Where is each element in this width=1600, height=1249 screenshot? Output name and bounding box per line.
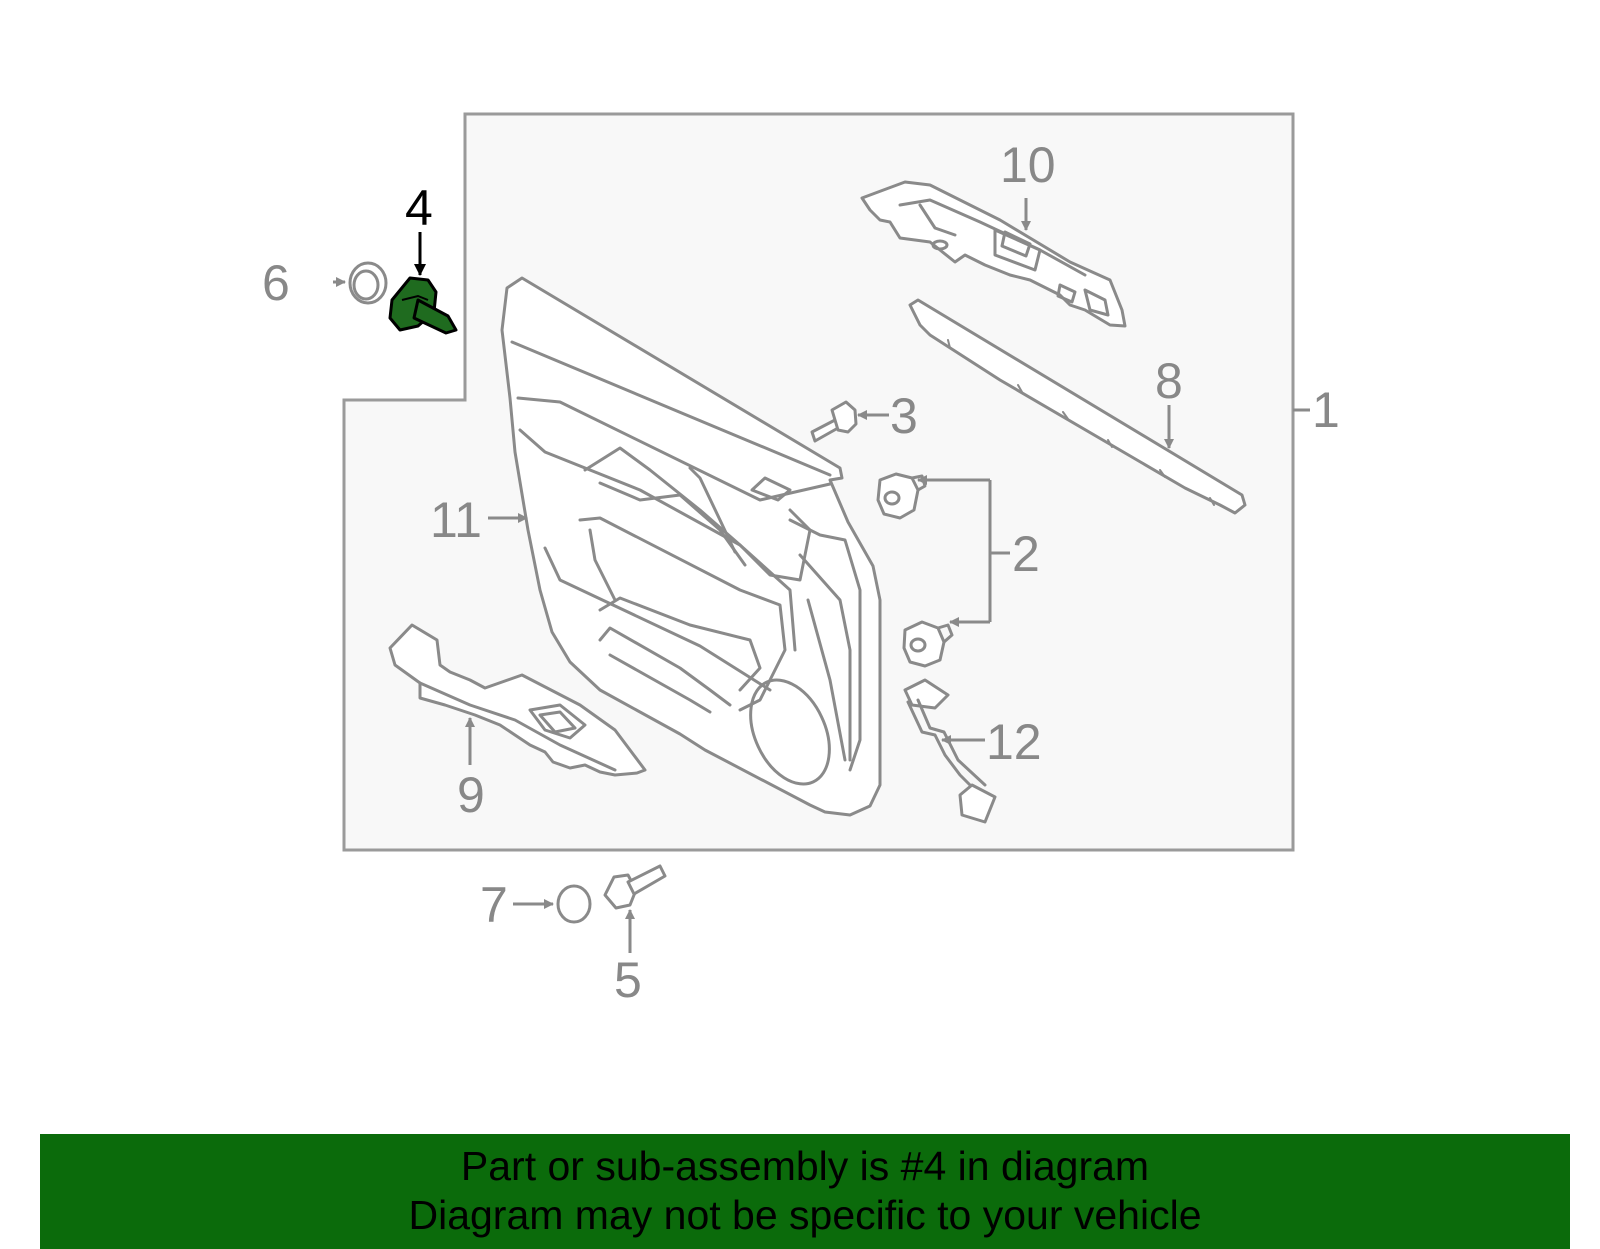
part-7-washer[interactable] [556, 884, 592, 924]
part-11-door-trim-panel[interactable] [500, 276, 882, 817]
callout-5[interactable]: 5 [614, 952, 642, 1008]
callout-10[interactable]: 10 [1000, 137, 1056, 193]
callout-6[interactable]: 6 [262, 255, 290, 311]
callout-11[interactable]: 11 [430, 492, 482, 548]
leader-lines [333, 198, 1310, 953]
part-5-bolt[interactable] [603, 864, 667, 910]
part-2-clip-lower[interactable] [902, 620, 954, 668]
part-8-weatherstrip[interactable] [908, 298, 1247, 515]
callout-2[interactable]: 2 [1012, 526, 1040, 582]
part-6-cap[interactable] [348, 261, 388, 305]
callout-12[interactable]: 12 [986, 714, 1042, 770]
callout-3[interactable]: 3 [890, 388, 918, 444]
banner-line-disclaimer: Diagram may not be specific to your vehi… [408, 1192, 1202, 1238]
part-9-armrest-bezel[interactable] [388, 623, 647, 777]
callout-7[interactable]: 7 [480, 877, 508, 933]
part-12-wiring-harness[interactable] [903, 678, 997, 824]
info-banner: Part or sub-assembly is #4 in diagram Di… [40, 1134, 1570, 1249]
banner-line-part: Part or sub-assembly is #4 in diagram [460, 1143, 1150, 1189]
callout-9[interactable]: 9 [457, 767, 485, 823]
part-3-screw[interactable] [810, 400, 858, 443]
part-10-switch-bezel[interactable] [860, 180, 1127, 328]
callout-4[interactable]: 4 [405, 180, 433, 236]
part-4-screw-highlighted[interactable] [388, 276, 458, 335]
callout-8[interactable]: 8 [1155, 353, 1183, 409]
callout-1[interactable]: 1 [1312, 382, 1340, 438]
